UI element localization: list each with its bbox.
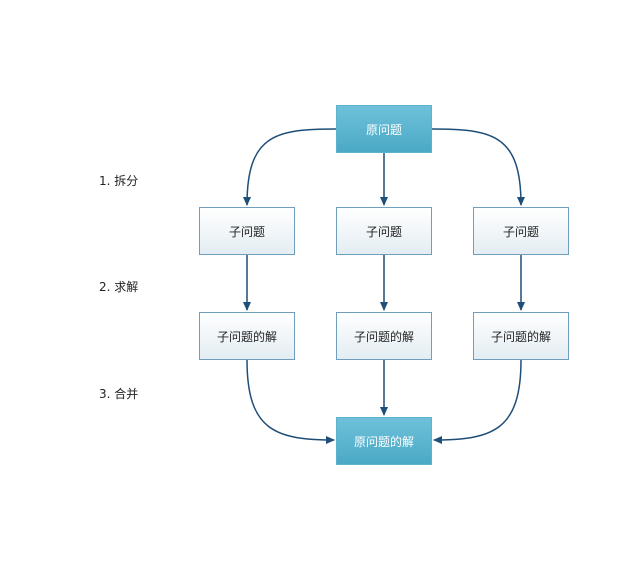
node-sub-solution-3[interactable]: 子问题的解 bbox=[473, 312, 569, 360]
edge-root-to-sub-3 bbox=[431, 128, 525, 206]
edge-solution-1-to-result bbox=[246, 359, 335, 444]
edge-solution-3-to-result bbox=[433, 359, 522, 444]
step-label-solve: 2. 求解 bbox=[99, 280, 139, 294]
node-root-solution[interactable]: 原问题的解 bbox=[336, 417, 432, 465]
edge-root-to-sub-1 bbox=[243, 128, 337, 206]
node-sub-problem-1[interactable]: 子问题 bbox=[199, 207, 295, 255]
node-sub-problem-2[interactable]: 子问题 bbox=[336, 207, 432, 255]
node-root-problem[interactable]: 原问题 bbox=[336, 105, 432, 153]
node-sub-solution-1[interactable]: 子问题的解 bbox=[199, 312, 295, 360]
node-sub-problem-3[interactable]: 子问题 bbox=[473, 207, 569, 255]
node-sub-solution-2[interactable]: 子问题的解 bbox=[336, 312, 432, 360]
step-label-split: 1. 拆分 bbox=[99, 174, 139, 188]
step-label-merge: 3. 合并 bbox=[99, 387, 139, 401]
